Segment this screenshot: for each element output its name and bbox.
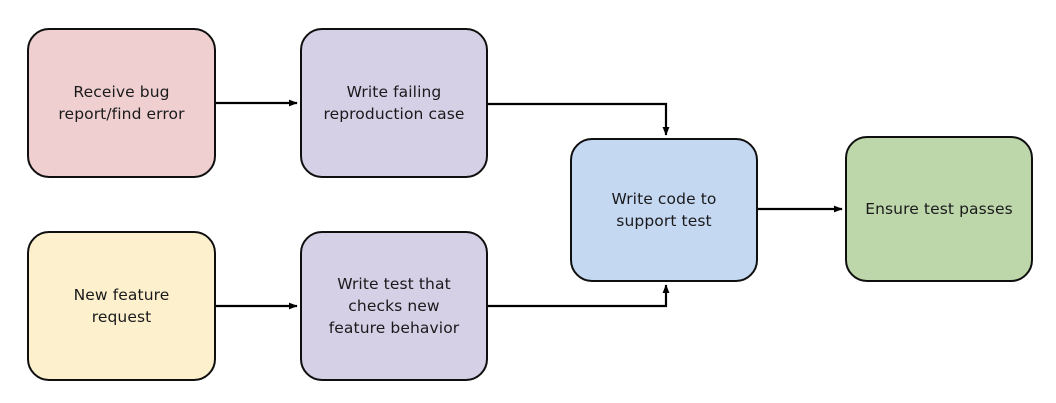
node-label: New feature request — [73, 286, 170, 326]
node-receive-bug-report[interactable]: Receive bug report/find error — [27, 28, 216, 178]
node-write-test-checks-new-feature[interactable]: Write test that checks new feature behav… — [300, 231, 488, 381]
node-write-failing-reproduction-case[interactable]: Write failing reproduction case — [300, 28, 488, 178]
node-label: Write test that checks new feature behav… — [328, 275, 460, 337]
node-label: Ensure test passes — [865, 200, 1013, 218]
node-label: Receive bug report/find error — [58, 83, 185, 123]
node-label: Write failing reproduction case — [323, 83, 465, 123]
node-new-feature-request[interactable]: New feature request — [27, 231, 216, 381]
edge-write-test-to-write-code — [488, 284, 670, 308]
node-label: Write code to support test — [611, 190, 717, 230]
node-write-code-to-support-test[interactable]: Write code to support test — [570, 138, 758, 282]
edge-failing-case-to-write-code — [488, 102, 670, 136]
node-ensure-test-passes[interactable]: Ensure test passes — [845, 136, 1033, 282]
